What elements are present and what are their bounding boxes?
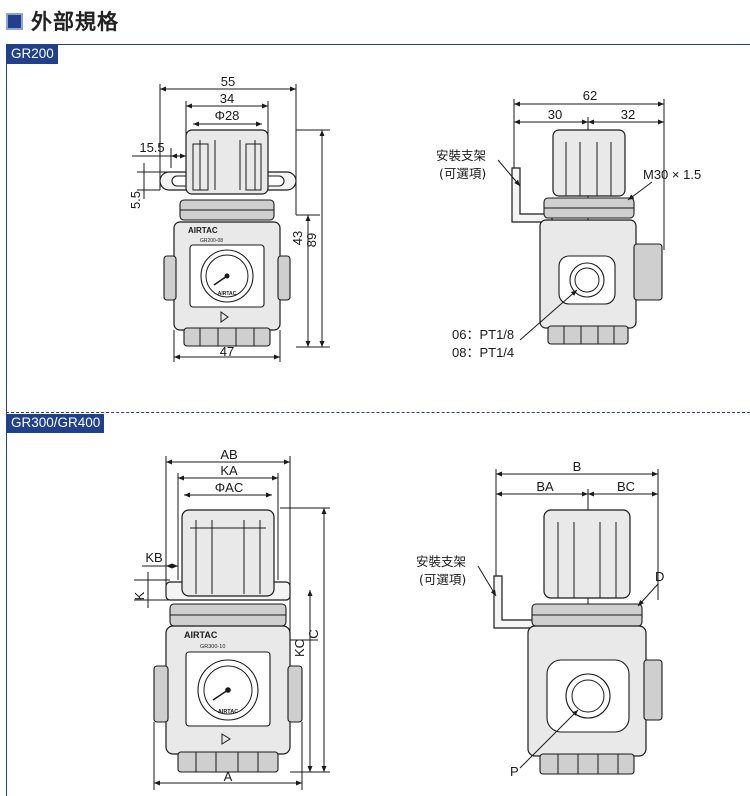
gr200-dim-55: 55 [221, 74, 235, 89]
gr200-dim-43: 43 [290, 231, 305, 245]
gr300-dim-C: C [306, 629, 321, 638]
gr300-side-dim-BC: BC [617, 479, 635, 494]
section-divider [6, 412, 750, 413]
gr300-label-D: D [655, 569, 664, 584]
gr300-dim-AB: AB [220, 447, 237, 462]
page-title: 外部規格 [31, 10, 119, 34]
gr200-side-dim-62: 62 [583, 88, 597, 103]
frame-left-border [6, 44, 7, 796]
gr300-side-dim-BA: BA [536, 479, 554, 494]
gr300-dim-A: A [224, 769, 233, 784]
gr300-dim-AC: ΦAC [215, 480, 243, 495]
gr200-bracket-optional: (可選項) [439, 166, 486, 181]
gr200-dim-47: 47 [220, 344, 234, 359]
gr300-bracket-label: 安裝支架 [416, 554, 466, 569]
gr300-dim-KA: KA [220, 463, 238, 478]
gr300-side-dim-B: B [573, 459, 582, 474]
square-bullet-icon [6, 12, 23, 30]
gr200-dim-phi28: Φ28 [215, 108, 240, 123]
header-rule [6, 44, 750, 45]
section-tag-gr300: GR300/GR400 [7, 414, 105, 433]
gr300-label-P: P [510, 764, 519, 779]
gr300-dim-KC: KC [292, 639, 307, 657]
gr200-dim-5-5: 5.5 [128, 191, 143, 209]
gr300-front-model: GR300-10 [200, 644, 225, 650]
gr200-port-label-06: 06：PT1/8 [452, 327, 514, 342]
gr300-side-view: B BA BC 安裝支架 (可選項) D P [416, 459, 664, 779]
gr200-dim-34: 34 [220, 91, 234, 106]
section-tag-gr200: GR200 [7, 45, 58, 64]
gr300-front-brand: AIRTAC [184, 630, 218, 640]
gr200-thread-label: M30 × 1.5 [643, 167, 701, 182]
gr200-front-brand: AIRTAC [188, 226, 218, 235]
gr200-gauge-brand: AIRTAC [218, 291, 237, 297]
gr200-side-view: 62 30 32 安裝支架 (可選項) M30 × 1.5 06：PT1/8 0… [436, 88, 701, 360]
gr200-front-model: GR200-08 [200, 238, 223, 244]
gr200-side-dim-30: 30 [548, 107, 562, 122]
gr200-front-view: 55 34 Φ28 15.5 5.5 AIRTAC [128, 74, 330, 362]
section-header: 外部規格 [6, 6, 119, 36]
gr300-front-view: AB KA ΦAC KB K AIRTAC GR300-10 AIRT [132, 447, 330, 790]
gr300-bracket-optional: (可選項) [419, 572, 466, 587]
gr300-dim-KB: KB [145, 550, 162, 565]
gr200-side-dim-32: 32 [621, 107, 635, 122]
gr200-bracket-label: 安裝支架 [436, 148, 486, 163]
gr200-dim-15-5: 15.5 [139, 140, 164, 155]
gr200-port-label-08: 08：PT1/4 [452, 345, 514, 360]
gr300-dim-K: K [132, 591, 147, 600]
gr200-knob [185, 129, 269, 195]
gr300-side-port [565, 673, 611, 719]
gr200-dim-89: 89 [304, 233, 319, 247]
gr300-gauge-brand: AIRTAC [218, 709, 238, 715]
